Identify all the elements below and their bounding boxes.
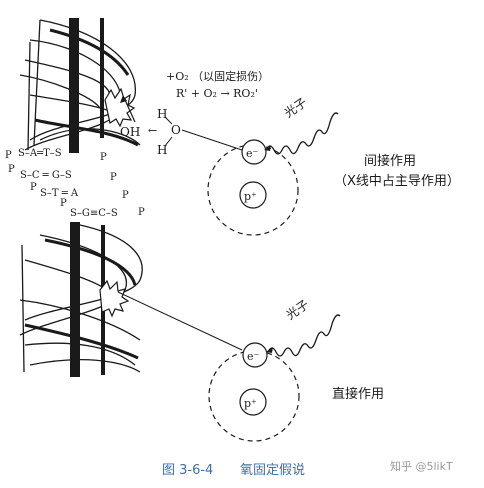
arrow-head-icon [120,95,127,103]
phosphate-label: P [100,152,107,163]
hydrogen-label: H [157,107,167,121]
electron-ejection-line-lower [117,291,243,351]
photon-wave-icon [267,314,341,357]
upper-atom: e⁻ p⁺ 光子 [207,95,339,236]
proton [239,181,267,209]
electron-label: e⁻ [246,147,259,160]
dissociation-arrow-icon: ← [148,124,157,137]
phosphate-label: P [60,198,67,209]
oxygen-fixation-label: +O₂ （以固定损伤） [166,69,269,83]
oh-attack-arrow [124,99,136,123]
water-molecule: H O H OH ← [120,107,181,157]
photon-arrow-head-icon [264,145,271,151]
radical-reaction-equation: R' + O₂ → RO₂' [176,87,258,100]
upper-helix-axis-thin [100,18,104,138]
hydroxyl-radical-label: OH [120,125,140,139]
phosphate-label: P [122,190,129,201]
figure-number: 图 3-6-4 [162,463,213,478]
indirect-action-subtitle: （X线中占主导作用） [334,174,460,189]
phosphate-label: P [5,150,12,161]
phosphate-label: P [138,207,145,218]
direct-action-title: 直接作用 [332,386,384,402]
oxygen-label: O [171,123,181,137]
lower-damage-burst [99,279,130,318]
lower-atom: e⁻ p⁺ 光子 [208,297,341,442]
base-pair-row-3: S–T ═ A [40,188,79,199]
electron [241,139,267,165]
phosphate-label: P [110,172,117,183]
proton [239,388,267,416]
phosphate-label: P [8,164,15,175]
proton-label: p⁺ [244,190,257,203]
hydrogen-label: H [157,143,167,157]
electron-ejection-line-upper [181,129,243,151]
base-pair-row-4: S–G≡C–S [70,208,118,219]
phosphate-label: P [30,182,37,193]
base-pair-ladder: P S–A═T–S P P S–C ═ G–S P P S–T ═ A P P … [5,148,145,219]
photon-label: 光子 [282,95,310,120]
watermark: 知乎 @5likT [390,459,453,473]
lower-helix-axis [70,222,80,377]
figure-title: 氧固定假说 [240,463,305,478]
base-pair-row-2: S–C ═ G–S [20,170,72,181]
base-pair-row-1: S–A═T–S [18,148,62,159]
upper-damage-burst [104,87,136,128]
proton-label: p⁺ [244,397,257,410]
photon-label: 光子 [284,297,312,322]
upper-helix-axis [69,18,79,153]
electron-label: e⁻ [247,350,260,363]
photon-wave-icon [265,112,339,155]
photon-arrow-head-icon [266,347,273,353]
indirect-action-title: 间接作用 [364,153,416,169]
electron [242,342,268,368]
